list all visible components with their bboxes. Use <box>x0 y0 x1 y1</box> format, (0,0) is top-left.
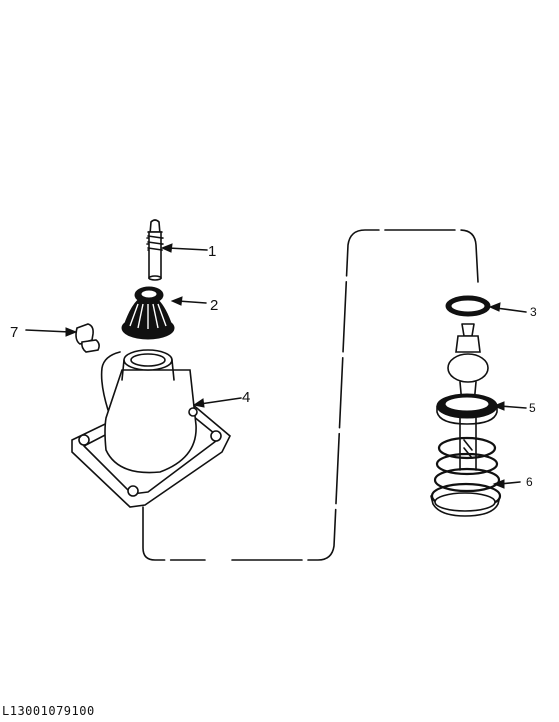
housing-part <box>71 349 231 508</box>
callout-1: 1 <box>208 243 216 260</box>
pin-part <box>75 323 100 353</box>
spring-part <box>430 436 502 517</box>
callout-6: 6 <box>526 475 533 489</box>
group-connector-line <box>142 229 479 561</box>
washer-part <box>436 393 498 425</box>
callout-2: 2 <box>210 297 218 314</box>
callout-3: 3 <box>530 305 537 319</box>
leader-lines <box>25 243 527 489</box>
callout-7: 7 <box>10 324 18 341</box>
o-ring-part <box>445 295 491 317</box>
bolt-part <box>146 219 164 281</box>
callout-5: 5 <box>529 401 536 415</box>
diagram-reference-code: L13001079100 <box>2 704 95 718</box>
callout-4: 4 <box>242 389 250 406</box>
cap-part <box>121 286 175 340</box>
